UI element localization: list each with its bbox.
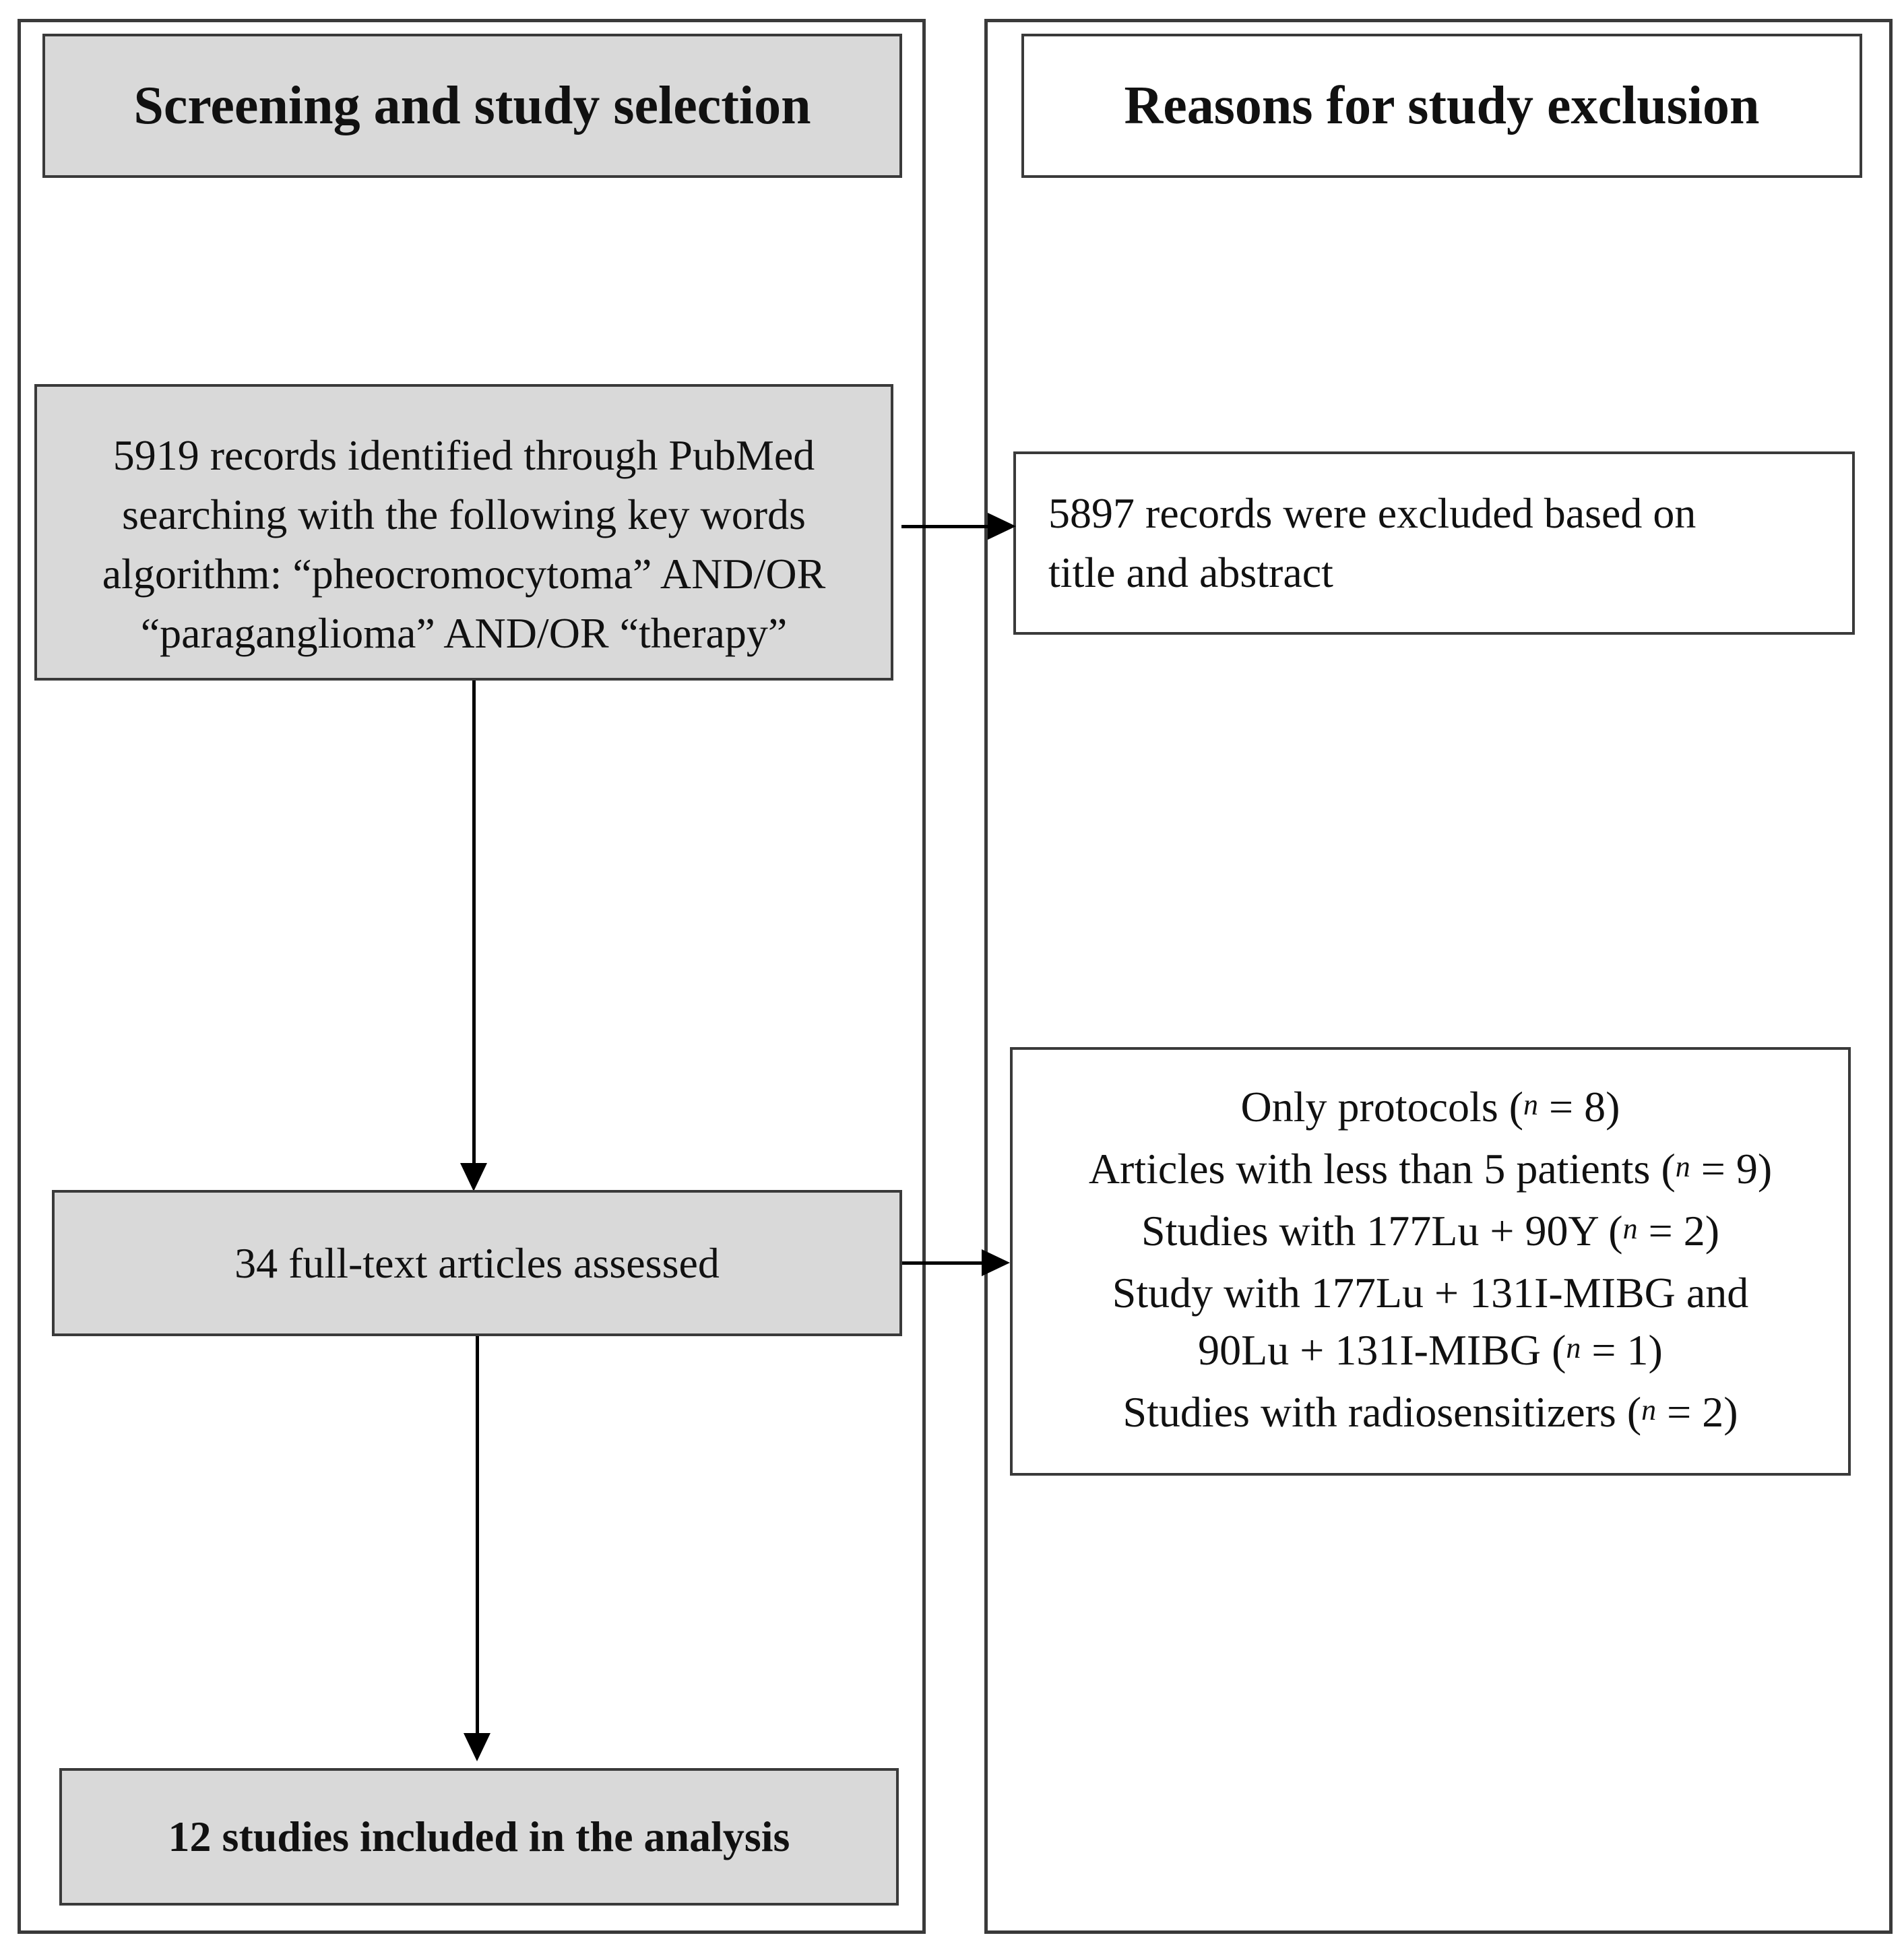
- arrow-assessed-to-reasons-head: [982, 1249, 1010, 1276]
- screening-header-label: Screening and study selection: [133, 76, 811, 135]
- arrow-assessed-to-included-line: [476, 1336, 479, 1735]
- exclusion-reason: 90Lu + 131I-MIBG (n = 1): [1198, 1325, 1663, 1374]
- exclusion-reason: Studies with 177Lu + 90Y (n = 2): [1141, 1206, 1719, 1255]
- arrow-assessed-to-reasons-line: [902, 1261, 984, 1265]
- records-excluded-text: 5897 records were excluded based on titl…: [1048, 484, 1696, 602]
- records-identified-line: algorithm: “pheocromocytoma” AND/OR: [102, 550, 826, 598]
- exclusion-reason: Only protocols (n = 8): [1240, 1082, 1620, 1131]
- screening-header: Screening and study selection: [42, 34, 902, 178]
- exclusion-column: [984, 19, 1893, 1934]
- arrow-assessed-to-included-head: [464, 1733, 490, 1761]
- screening-column: [18, 19, 926, 1934]
- records-identified-line: 5919 records identified through PubMed: [113, 431, 815, 479]
- full-text-assessed-label: 34 full-text articles assessed: [234, 1238, 720, 1287]
- exclusion-reasons-list: Only protocols (n = 8) Articles with les…: [1089, 1078, 1772, 1445]
- records-identified-line: searching with the following key words: [122, 491, 806, 538]
- records-excluded-line: title and abstract: [1048, 548, 1333, 596]
- exclusion-header-label: Reasons for study exclusion: [1124, 76, 1760, 135]
- studies-included-label: 12 studies included in the analysis: [168, 1813, 790, 1860]
- exclusion-reason: Study with 177Lu + 131I-MIBG and: [1112, 1268, 1749, 1317]
- exclusion-reason: Articles with less than 5 patients (n = …: [1088, 1144, 1773, 1193]
- studies-included-box: 12 studies included in the analysis: [59, 1768, 899, 1906]
- exclusion-reason: Studies with radiosensitizers (n = 2): [1122, 1387, 1738, 1436]
- records-identified-box: 5919 records identified through PubMed s…: [34, 384, 893, 681]
- exclusion-reasons-box: Only protocols (n = 8) Articles with les…: [1010, 1047, 1851, 1476]
- exclusion-header: Reasons for study exclusion: [1021, 34, 1862, 178]
- records-identified-line: “paraganglioma” AND/OR “therapy”: [140, 609, 788, 657]
- arrow-identified-to-assessed-line: [472, 681, 476, 1166]
- records-excluded-box: 5897 records were excluded based on titl…: [1013, 451, 1855, 635]
- arrow-identified-to-excluded-line: [901, 525, 989, 528]
- arrow-identified-to-excluded-head: [988, 513, 1016, 540]
- records-excluded-line: 5897 records were excluded based on: [1048, 489, 1696, 537]
- full-text-assessed-box: 34 full-text articles assessed: [52, 1190, 902, 1336]
- records-identified-text: 5919 records identified through PubMed s…: [102, 387, 826, 663]
- arrow-identified-to-assessed-head: [460, 1163, 487, 1191]
